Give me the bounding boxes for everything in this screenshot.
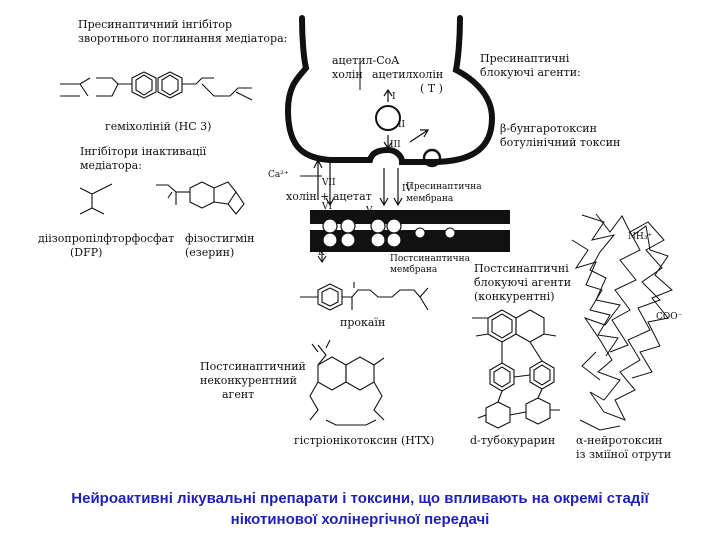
dfp-structure bbox=[79, 183, 113, 215]
step-vi-label: VI bbox=[322, 202, 333, 212]
postsyn-blockers-subtitle: блокуючі агенти bbox=[474, 276, 572, 289]
tubocurarine-label: d-тубокурарин bbox=[470, 434, 556, 447]
step-iii-label: III bbox=[390, 140, 401, 150]
postsynaptic-membrane bbox=[310, 210, 510, 252]
physostigmine-structure bbox=[156, 181, 245, 215]
hemicholinium-label: гемiхолiнiй (НС 3) bbox=[105, 120, 212, 133]
botulinum-label: ботулінічний токсин bbox=[500, 136, 621, 149]
reuptake-inhibitor-title: Пресинаптичний інгібітор bbox=[78, 18, 233, 31]
reuptake-inhibitor-subtitle: зворотнього поглинання медіатора: bbox=[78, 32, 288, 45]
acetyl-coa-label: ацетил-CoA bbox=[332, 54, 400, 67]
postsyn-blockers-type: (конкурентні) bbox=[474, 290, 555, 303]
presyn-membrane-label: Пресинаптична bbox=[406, 182, 482, 192]
neurotoxin-label: α-нейротоксин bbox=[576, 434, 663, 447]
step-i-label: I bbox=[392, 92, 396, 102]
caption-line-1: Нейроактивні лікувальні препарати і токс… bbox=[71, 490, 649, 507]
neurotoxin-source-label: із зміїної отрути bbox=[576, 448, 672, 461]
carboxyl-terminal-label: COO⁻ bbox=[656, 312, 683, 322]
procaine-structure bbox=[300, 282, 429, 311]
sodium-ion-label: Na⁺ bbox=[318, 210, 336, 220]
presyn-membrane-label-2: мембрана bbox=[406, 194, 454, 204]
presyn-blockers-title: Пресинаптичні bbox=[480, 52, 570, 65]
bungarotoxin-label: β-бунгаротоксин bbox=[500, 122, 597, 135]
potassium-ion-label: K⁺ bbox=[318, 248, 330, 258]
inactivation-inhibitor-subtitle: медіатора: bbox=[80, 159, 142, 172]
postsyn-membrane-label-2: мембрана bbox=[390, 265, 438, 275]
physostigmine-label: фізостигмін bbox=[185, 232, 255, 245]
histrionicotoxin-label: гістріонікотоксин (HTX) bbox=[294, 434, 435, 447]
step-iv-label: IV bbox=[402, 184, 413, 194]
step-vii-label: VII bbox=[322, 178, 336, 188]
noncompetitive-agent: агент bbox=[222, 388, 255, 401]
dfp-label: діізопропілфторфосфат bbox=[38, 232, 175, 245]
procaine-label: прокаїн bbox=[340, 316, 386, 329]
presyn-blockers-subtitle: блокуючі агенти: bbox=[480, 66, 581, 79]
eserine-label: (езерин) bbox=[185, 246, 235, 259]
postsyn-blockers-title: Постсинаптичні bbox=[474, 262, 569, 275]
choline-top-label: холін bbox=[332, 68, 363, 81]
presynaptic-terminal bbox=[284, 15, 496, 165]
amino-terminal-label: NH₃⁺ bbox=[628, 232, 653, 242]
choline-acetate-label: холін + ацетат bbox=[286, 190, 372, 203]
figure-caption: Нейроактивні лікувальні препарати і токс… bbox=[20, 488, 700, 530]
histrionicotoxin-structure bbox=[309, 339, 385, 426]
step-v-label: V bbox=[366, 206, 373, 216]
hemicholinium-structure bbox=[60, 71, 253, 101]
neurotoxin-structure bbox=[571, 213, 673, 431]
postsyn-membrane-label: Постсинаптична bbox=[390, 254, 470, 264]
vesicle-t-label: ( T ) bbox=[420, 82, 443, 95]
noncompetitive-title: Постсинаптичний bbox=[200, 360, 306, 373]
inactivation-inhibitor-title: Інгібітори інактивації bbox=[80, 145, 207, 158]
dfp-abbrev-label: (DFP) bbox=[70, 246, 103, 259]
calcium-ion-label: Ca²⁺ bbox=[268, 170, 289, 180]
acetylcholine-label: ацетилхолін bbox=[372, 68, 444, 81]
tubocurarine-structure bbox=[472, 309, 560, 429]
caption-line-2: нікотинової холінергічної передачі bbox=[230, 511, 490, 528]
step-ii-label: II bbox=[398, 120, 406, 130]
noncompetitive-subtitle: неконкурентний bbox=[200, 374, 297, 387]
